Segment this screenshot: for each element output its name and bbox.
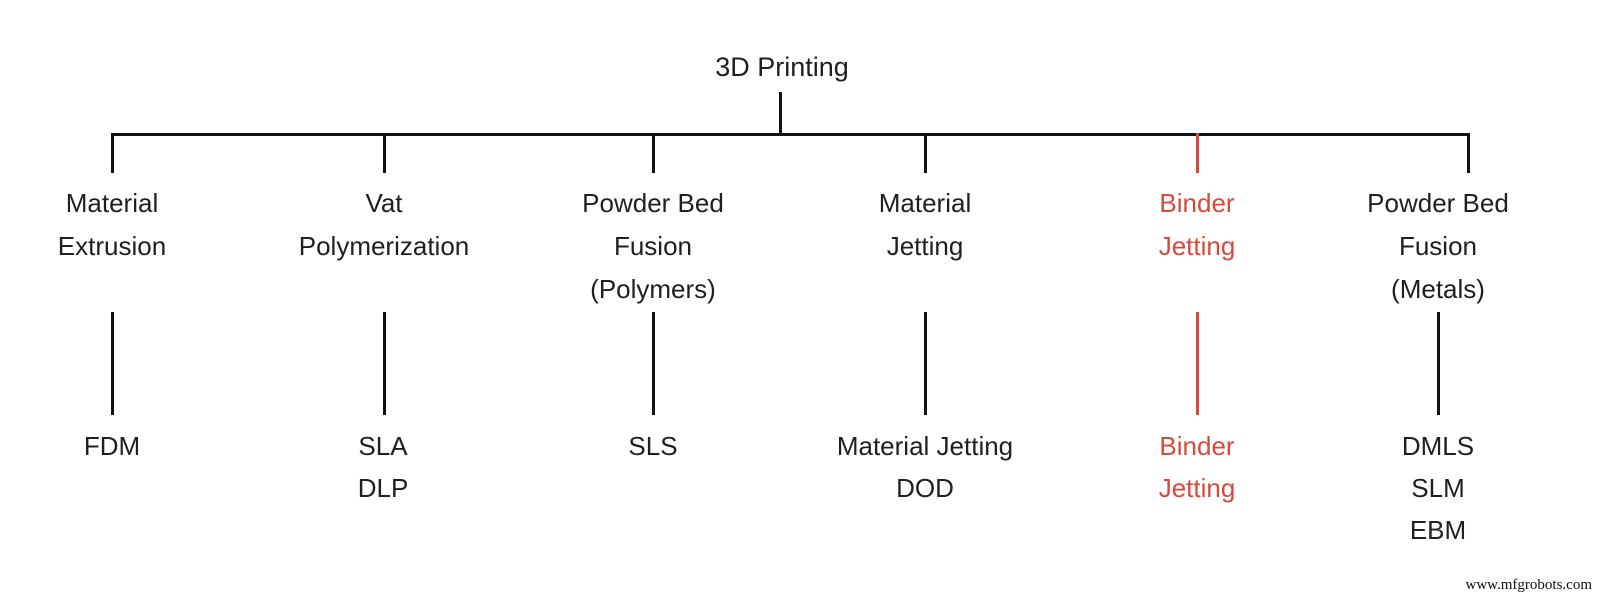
horizontal-bus-line — [111, 133, 1470, 136]
leaf-label: SLS — [628, 431, 678, 461]
branch-label-line: Powder Bed — [582, 188, 724, 218]
leaf-group-binder-jetting: Binder Jetting — [1077, 425, 1317, 509]
branch-label-line: Powder Bed — [1367, 188, 1509, 218]
leaf-label: Jetting — [1158, 473, 1236, 503]
branch-stub-powder-bed-fusion-polymers — [652, 133, 655, 173]
branch-label-line: Jetting — [886, 231, 964, 261]
leaf-label: DLP — [357, 473, 409, 503]
leaf-label: FDM — [83, 431, 141, 461]
leaf-label: SLM — [1411, 473, 1465, 503]
branch-label-material-extrusion: Material Extrusion — [0, 182, 224, 268]
branch-stub-binder-jetting — [1196, 133, 1199, 173]
branch-label-line: Vat — [365, 188, 403, 218]
leaf-label: Binder — [1159, 431, 1235, 461]
branch-label-line: Jetting — [1158, 231, 1236, 261]
leaf-label: EBM — [1409, 515, 1467, 545]
leaf-group-powder-bed-fusion-polymers: SLS — [533, 425, 773, 467]
branch-stub-vat-polymerization — [383, 133, 386, 173]
branch-label-line: Material — [878, 188, 972, 218]
branch-stub-powder-bed-fusion-metals — [1467, 133, 1470, 173]
leaf-connector-powder-bed-fusion-polymers — [652, 312, 655, 415]
leaf-connector-material-extrusion — [111, 312, 114, 415]
branch-stub-material-extrusion — [111, 133, 114, 173]
root-node-label: 3D Printing — [715, 52, 849, 82]
branch-label-line: Material — [65, 188, 159, 218]
leaf-label: DOD — [896, 473, 954, 503]
branch-label-line: Fusion — [613, 231, 693, 261]
leaf-connector-vat-polymerization — [383, 312, 386, 415]
branch-label-line: (Metals) — [1391, 274, 1485, 304]
leaf-connector-material-jetting — [924, 312, 927, 415]
leaf-group-powder-bed-fusion-metals: DMLS SLM EBM — [1318, 425, 1558, 551]
branch-label-line: Fusion — [1398, 231, 1478, 261]
branch-label-line: Polymerization — [298, 231, 470, 261]
leaf-label: DMLS — [1401, 431, 1475, 461]
branch-label-vat-polymerization: Vat Polymerization — [244, 182, 524, 268]
branch-label-line: (Polymers) — [590, 274, 716, 304]
branch-label-powder-bed-fusion-polymers: Powder Bed Fusion (Polymers) — [512, 182, 794, 311]
branch-label-line: Extrusion — [57, 231, 167, 261]
leaf-label: Material Jetting — [836, 431, 1014, 461]
leaf-group-material-extrusion: FDM — [0, 425, 224, 467]
leaf-group-vat-polymerization: SLA DLP — [263, 425, 503, 509]
watermark-text: www.mfgrobots.com — [1465, 577, 1592, 593]
branch-label-powder-bed-fusion-metals: Powder Bed Fusion (Metals) — [1298, 182, 1578, 311]
branch-label-line: Binder — [1159, 188, 1235, 218]
leaf-label: SLA — [358, 431, 408, 461]
leaf-connector-binder-jetting — [1196, 312, 1199, 415]
branch-label-binder-jetting: Binder Jetting — [1077, 182, 1317, 268]
root-stem-line — [779, 92, 782, 136]
branch-label-material-jetting: Material Jetting — [805, 182, 1045, 268]
leaf-connector-powder-bed-fusion-metals — [1437, 312, 1440, 415]
leaf-group-material-jetting: Material Jetting DOD — [785, 425, 1065, 509]
branch-stub-material-jetting — [924, 133, 927, 173]
